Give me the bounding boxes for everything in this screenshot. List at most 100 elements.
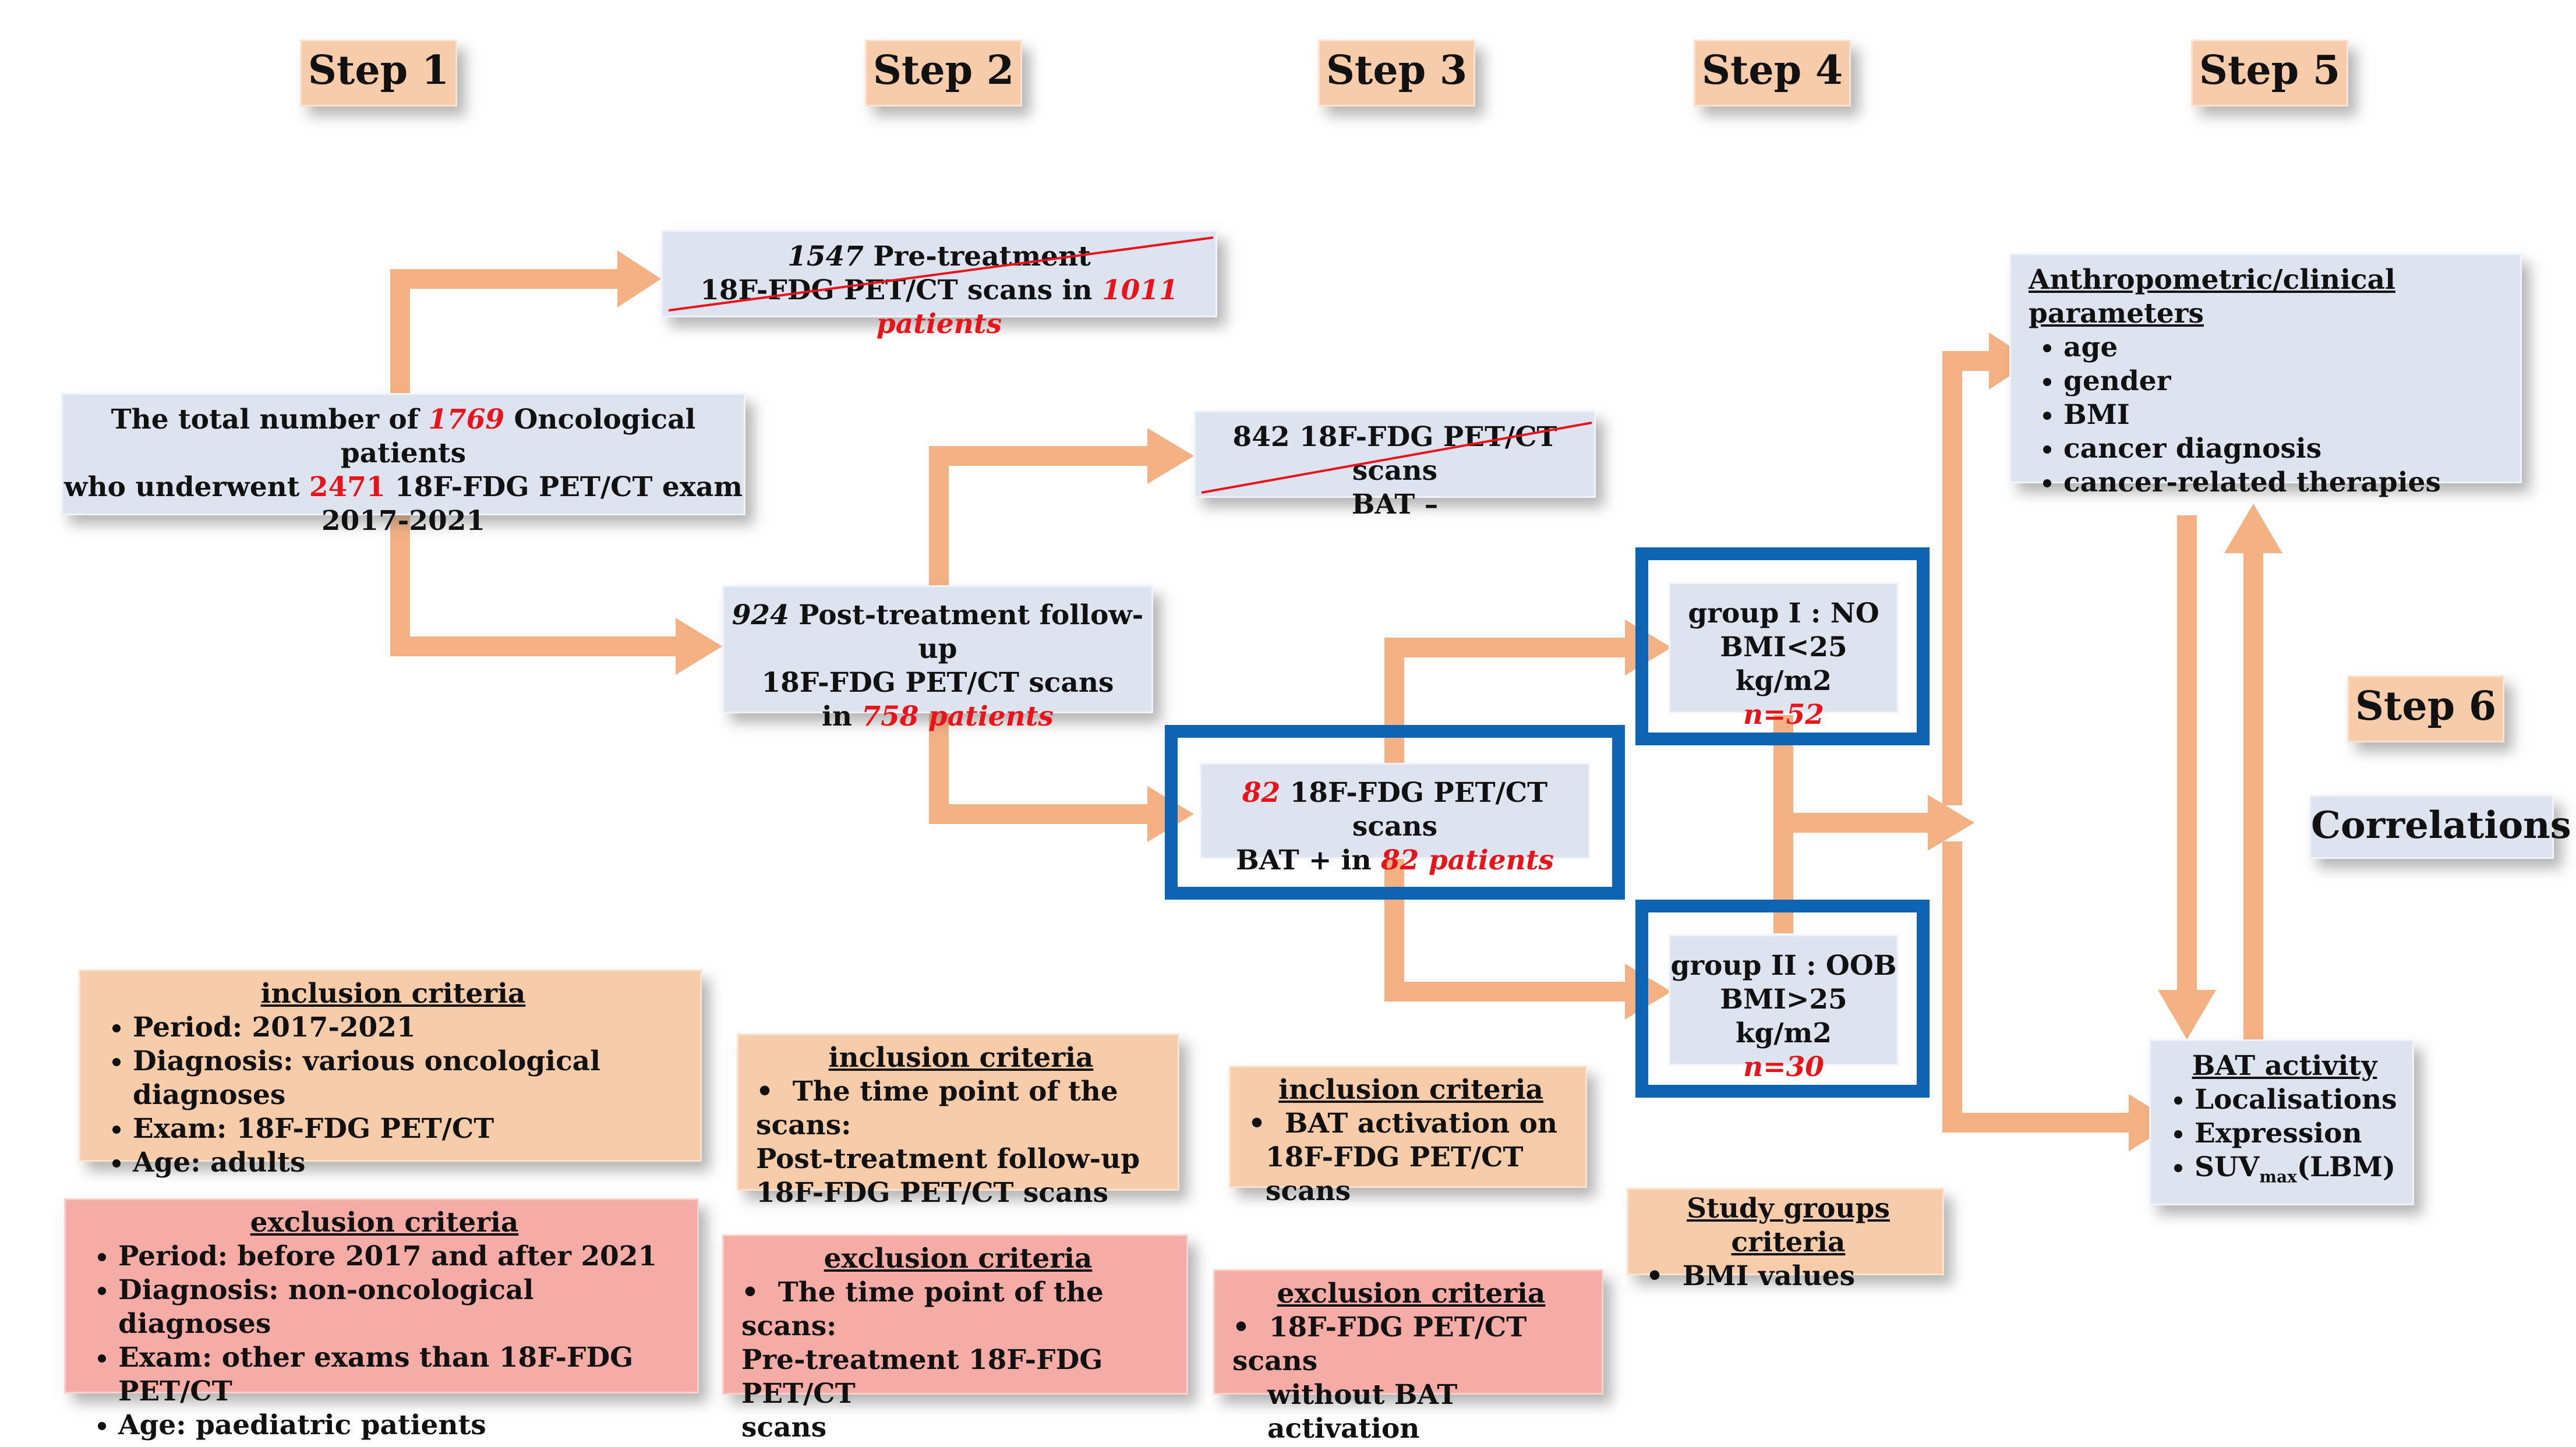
batact-title: BAT activity <box>2192 1050 2377 1082</box>
batpos-line1-text: 18F-FDG PET/CT scans <box>1280 777 1548 843</box>
group1-name: group I : NO <box>1688 597 1879 629</box>
exc2-line1: • The time point of the scans: <box>741 1276 1104 1342</box>
pre-strike-line <box>668 236 1214 312</box>
inc2-line2: Post-treatment follow-up <box>756 1143 1140 1175</box>
inc1-item: Age: adults <box>133 1146 688 1180</box>
pre-patients-count: 1011 patients <box>876 274 1178 340</box>
group2-frame <box>1635 900 1930 1098</box>
inclusion-criteria-step2: inclusion criteria • The time point of t… <box>737 1034 1179 1209</box>
step-1-label: Step 1 <box>300 40 457 107</box>
anthro-item: gender <box>2063 365 2508 398</box>
total-patients-box: The total number of 1769 Oncological pat… <box>61 393 745 537</box>
post-scans-count: 924 <box>732 599 789 631</box>
inc1-item: Diagnosis: various oncological diagnoses <box>133 1045 688 1112</box>
total-line1-tail: Oncological patients <box>340 404 696 469</box>
batneg-strike-line <box>1201 422 1592 494</box>
anthro-title: Anthropometric/clinical parameters <box>2029 264 2395 330</box>
post-line1-text: Post-treatment follow-up <box>789 599 1144 665</box>
total-patients-count: 1769 <box>428 404 505 436</box>
exc3-title: exclusion criteria <box>1277 1278 1546 1310</box>
exc2-line1-text: The time point of the scans: <box>741 1276 1104 1342</box>
batpos-scans-count: 82 <box>1242 777 1281 809</box>
post-patients-count: 758 patients <box>861 700 1054 733</box>
arrow-batpos-to-g2-h <box>1384 982 1629 1002</box>
batact-item: Expression <box>2195 1117 2401 1151</box>
batneg-line1: 842 18F-FDG PET/CT scans <box>1232 421 1557 487</box>
inclusion-criteria-step3: inclusion criteria • BAT activation on 1… <box>1229 1066 1587 1207</box>
exc3-line1-text: 18F-FDG PET/CT scans <box>1232 1311 1527 1377</box>
group2-count: n=30 <box>1743 1051 1824 1083</box>
arrow-total-to-post-h <box>390 636 681 656</box>
inc3-line1-text: BAT activation on <box>1284 1108 1558 1140</box>
arrow-total-to-post-head <box>676 618 722 675</box>
post-line3-text: in <box>822 700 862 733</box>
bat-activity-box: BAT activity Localisations Expression SU… <box>2149 1039 2414 1205</box>
sgc-title: Study groups criteria <box>1687 1193 1890 1258</box>
anthropometric-box: Anthropometric/clinical parameters age g… <box>2009 253 2522 498</box>
arrow-merge-to-batact-v <box>1942 841 1962 1133</box>
arrow-post-to-batpos-h <box>929 804 1150 824</box>
inc1-list: Period: 2017-2021 Diagnosis: various onc… <box>98 1011 688 1180</box>
batact-item-suv: SUVmax(LBM) <box>2195 1151 2401 1194</box>
post-treatment-box: 924 Post-treatment follow-up 18F-FDG PET… <box>722 585 1153 733</box>
inc3-line2: 18F-FDG PET/CT scans <box>1266 1141 1524 1207</box>
inc3-title: inclusion criteria <box>1278 1074 1543 1106</box>
inc2-line3: 18F-FDG PET/CT scans <box>756 1177 1109 1209</box>
exclusion-criteria-step2: exclusion criteria • The time point of t… <box>722 1234 1188 1444</box>
total-line2-text: who underwent <box>64 471 309 503</box>
step-4-label: Step 4 <box>1694 40 1851 107</box>
exc3-line2: without BAT activation <box>1267 1379 1458 1445</box>
anthro-item: BMI <box>2063 398 2508 432</box>
batpos-patients-count: 82 patients <box>1381 844 1554 876</box>
suv-subscript: max <box>2259 1167 2297 1187</box>
arrow-post-to-batneg-head <box>1147 428 1194 484</box>
group2-bmi: BMI>25 kg/m2 <box>1720 983 1847 1049</box>
inc1-title: inclusion criteria <box>260 978 526 1010</box>
total-line2-tail: 18F-FDG PET/CT exam <box>385 471 743 503</box>
anthro-item: cancer diagnosis <box>2063 432 2508 466</box>
group1-count: n=52 <box>1743 699 1824 731</box>
arrow-anthro-to-batact-head <box>2158 990 2216 1039</box>
total-exam-count: 2471 <box>309 471 386 503</box>
step-5-label: Step 5 <box>2191 40 2348 107</box>
group1-box: group I : NO BMI<25 kg/m2 n=52 <box>1669 582 1899 731</box>
arrow-post-to-batneg-h <box>929 446 1150 466</box>
exc1-title: exclusion criteria <box>250 1207 519 1239</box>
post-line2-text: 18F-FDG PET/CT scans <box>761 667 1114 699</box>
arrow-batpos-to-g1-v <box>1384 638 1404 763</box>
inc1-item: Exam: 18F-FDG PET/CT <box>133 1112 688 1146</box>
group1-bmi: BMI<25 kg/m2 <box>1720 631 1847 697</box>
exclusion-criteria-step1: exclusion criteria Period: before 2017 a… <box>64 1198 699 1441</box>
batneg-line2: BAT – <box>1351 489 1439 521</box>
step-6-label: Step 6 <box>2347 675 2504 742</box>
arrow-post-to-batneg-v <box>929 446 949 586</box>
step-2-label: Step 2 <box>865 40 1022 107</box>
arrow-total-to-pre-h <box>390 269 623 289</box>
batact-item: Localisations <box>2195 1083 2401 1117</box>
exc3-line1: • 18F-FDG PET/CT scans <box>1232 1311 1527 1377</box>
arrow-total-to-post-v <box>390 514 410 656</box>
arrow-anthro-to-batact-v <box>2177 515 2197 993</box>
exc1-item: Period: before 2017 and after 2021 <box>118 1240 685 1273</box>
inc2-line1: • The time point of the scans: <box>756 1075 1118 1141</box>
arrow-batpos-to-g1-h <box>1384 638 1629 657</box>
arrow-groups-to-merge-h <box>1773 813 1948 833</box>
batact-list: Localisations Expression SUVmax(LBM) <box>2168 1083 2401 1194</box>
inc3-line1: • BAT activation on <box>1248 1108 1558 1140</box>
exclusion-criteria-step3: exclusion criteria • 18F-FDG PET/CT scan… <box>1213 1269 1603 1445</box>
exc1-item: Exam: other exams than 18F-FDG PET/CT <box>118 1341 685 1409</box>
correlations-label: Correlations <box>2309 795 2571 859</box>
group2-name: group II : OOB <box>1670 950 1897 982</box>
exc1-item: Age: paediatric patients <box>118 1409 685 1442</box>
arrow-merge-to-batact-h <box>1942 1113 2135 1133</box>
exc2-line3: scans <box>741 1411 827 1444</box>
step-3-label: Step 3 <box>1318 40 1475 107</box>
inclusion-criteria-step1: inclusion criteria Period: 2017-2021 Dia… <box>79 970 702 1179</box>
arrow-total-to-pre-head <box>617 250 661 307</box>
suv-tail: (LBM) <box>2296 1151 2396 1183</box>
anthro-item: cancer-related therapies <box>2063 466 2508 500</box>
total-period: 2017-2021 <box>321 505 486 537</box>
anthro-list: age gender BMI cancer diagnosis cancer-r… <box>2029 331 2508 500</box>
pre-scans-count: 1547 <box>787 240 864 273</box>
